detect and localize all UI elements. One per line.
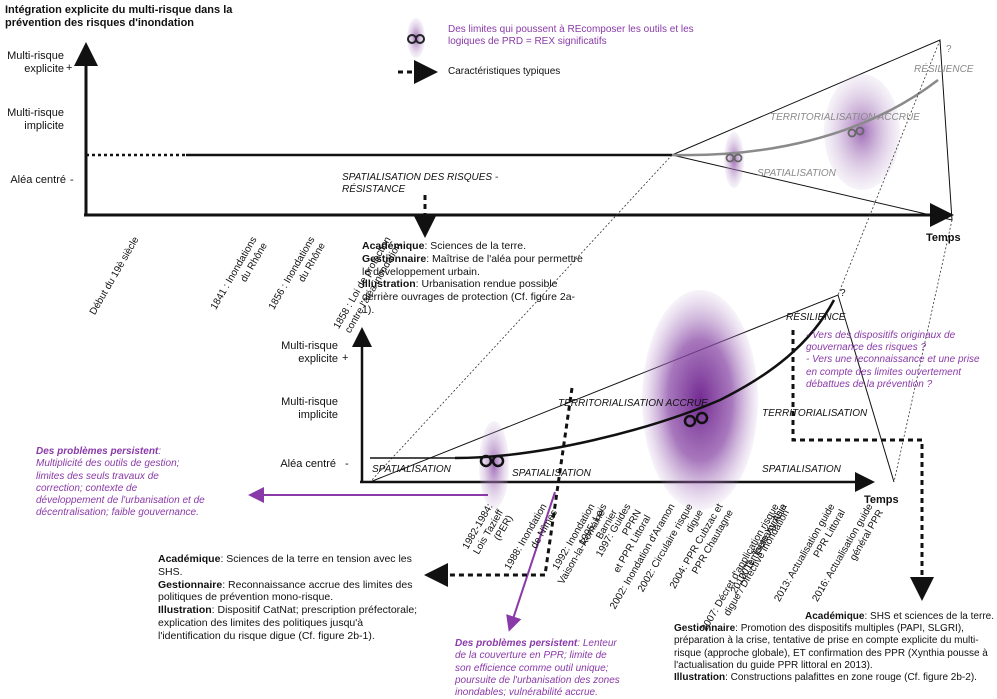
diagram-title: Intégration explicite du multi-risque da… (5, 4, 233, 30)
lower-ylabel-explicit: Multi-risque explicite (281, 340, 338, 366)
upper-question-mark: ? (946, 44, 952, 55)
gestionnaire-text: : Promotion des dispositifs multiples (P… (674, 623, 988, 671)
lower-phase-territorialisation-accrue: TERRITORIALISATION ACCRUE (558, 398, 708, 409)
right-dashed-arrow (791, 330, 934, 601)
upper-xaxis-label: Temps (926, 232, 961, 244)
upper-zoom-frame (671, 39, 953, 221)
middle-dashed-arrow (424, 387, 574, 587)
academique-label: Académique (805, 611, 865, 622)
illustration-text: : Urbanisation rendue possible derrière … (362, 278, 576, 316)
problems-bottom-heading: Des problèmes persistent (455, 638, 578, 650)
upper-characteristics-box: Académique: Sciences de la terre. Gestio… (362, 240, 587, 317)
lower-loop-icon-2 (683, 411, 709, 428)
upper-phase-spatialisation-resistance: SPATIALISATION DES RISQUES - RÉSISTANCE (342, 172, 499, 196)
lower-phase-resilience: RÉSILIENCE (786, 312, 846, 323)
upper-blob-large (824, 74, 900, 190)
lower-ylabel-minus: - (345, 458, 349, 470)
lower-zoom-frame (369, 294, 895, 483)
lower-ylabel-alea: Aléa centré (280, 458, 336, 470)
illustration-text: : Constructions palafittes en zone rouge… (725, 671, 977, 683)
lower-loop-icon-1 (479, 454, 505, 468)
upper-phase-territorialisation: TERRITORIALISATION ACCRUE (770, 112, 920, 123)
academique-text: : SHS et sciences de la terre. (864, 611, 994, 622)
upper-phase-spatialisation: SPATIALISATION (757, 168, 836, 179)
problems-left-block: Des problèmes persistent: Multiplicité d… (36, 434, 266, 519)
gestionnaire-text: : Maîtrise de l'aléa pour permettre le d… (362, 252, 583, 278)
upper-blob-small (724, 132, 744, 188)
projection-line-top (837, 39, 941, 296)
upper-ylabel-minus: - (70, 174, 74, 186)
upper-loop-icon-2 (847, 126, 865, 138)
illustration-label: Illustration (674, 671, 726, 683)
gestionnaire-label: Gestionnaire (158, 578, 223, 591)
projection-line-right (893, 219, 953, 483)
legend-purple-label: Des limites qui poussent à REcomposer le… (448, 24, 694, 48)
problems-left-text: : Multiplicité des outils de gestion; li… (36, 446, 205, 519)
right-questions-text: - Vers des dispositifs originaux de gouv… (806, 330, 980, 390)
right-characteristics-box: Académique: SHS et sciences de la terre.… (674, 611, 994, 684)
academique-text: : Sciences de la terre. (424, 240, 526, 252)
upper-ylabel-plus: + (66, 62, 73, 74)
upper-phase-resilience: RÉSILIENCE (914, 64, 974, 75)
lower-xaxis-label: Temps (864, 494, 899, 506)
middle-characteristics-box: Académique: Sciences de la terre en tens… (158, 553, 426, 643)
lower-ylabel-implicit: Multi-risque implicite (281, 396, 338, 422)
gestionnaire-label: Gestionnaire (362, 252, 427, 265)
lower-phase-territorialisation: TERRITORIALISATION (762, 408, 868, 419)
upper-loop-icon-1 (725, 153, 743, 163)
upper-ylabel-alea: Aléa centré (10, 174, 66, 186)
problems-left-heading: Des problèmes persistent (36, 446, 159, 458)
academique-label: Académique (362, 240, 425, 252)
illustration-label: Illustration (362, 278, 416, 291)
upper-ylabel-implicit: Multi-risque implicite (7, 107, 64, 133)
academique-text: : Sciences de la terre en tension avec l… (158, 553, 412, 578)
problems-bottom-block: Des problèmes persistent: Lenteur de la … (455, 626, 665, 699)
lower-ylabel-plus: + (342, 352, 349, 364)
upper-ylabel-explicit: Multi-risque explicite (7, 50, 64, 76)
lower-phase-spatialisation-right: SPATIALISATION (762, 464, 841, 475)
legend-dashed-label: Caractéristiques typiques (448, 66, 561, 77)
bottom-purple-arrow (506, 491, 556, 632)
gestionnaire-label: Gestionnaire (674, 623, 736, 635)
illustration-label: Illustration (158, 604, 212, 617)
academique-label: Académique (158, 553, 221, 565)
lower-phase-spatialisation-mid: SPATIALISATION (512, 468, 591, 479)
lower-blob-large (642, 290, 758, 510)
problems-bottom-text: : Lenteur de la couverture en PPR; limit… (455, 638, 620, 698)
gestionnaire-text: : Reconnaissance accrue des limites des … (158, 578, 413, 604)
lower-phase-spatialisation-left: SPATIALISATION (372, 464, 451, 475)
legend-loop-icon (407, 34, 425, 44)
illustration-text: : Dispositif CatNat; prescription préfec… (158, 604, 418, 642)
upper-evolution-curve (671, 79, 939, 157)
lower-question-mark: ? (840, 288, 846, 299)
lower-evolution-curve (454, 299, 836, 460)
